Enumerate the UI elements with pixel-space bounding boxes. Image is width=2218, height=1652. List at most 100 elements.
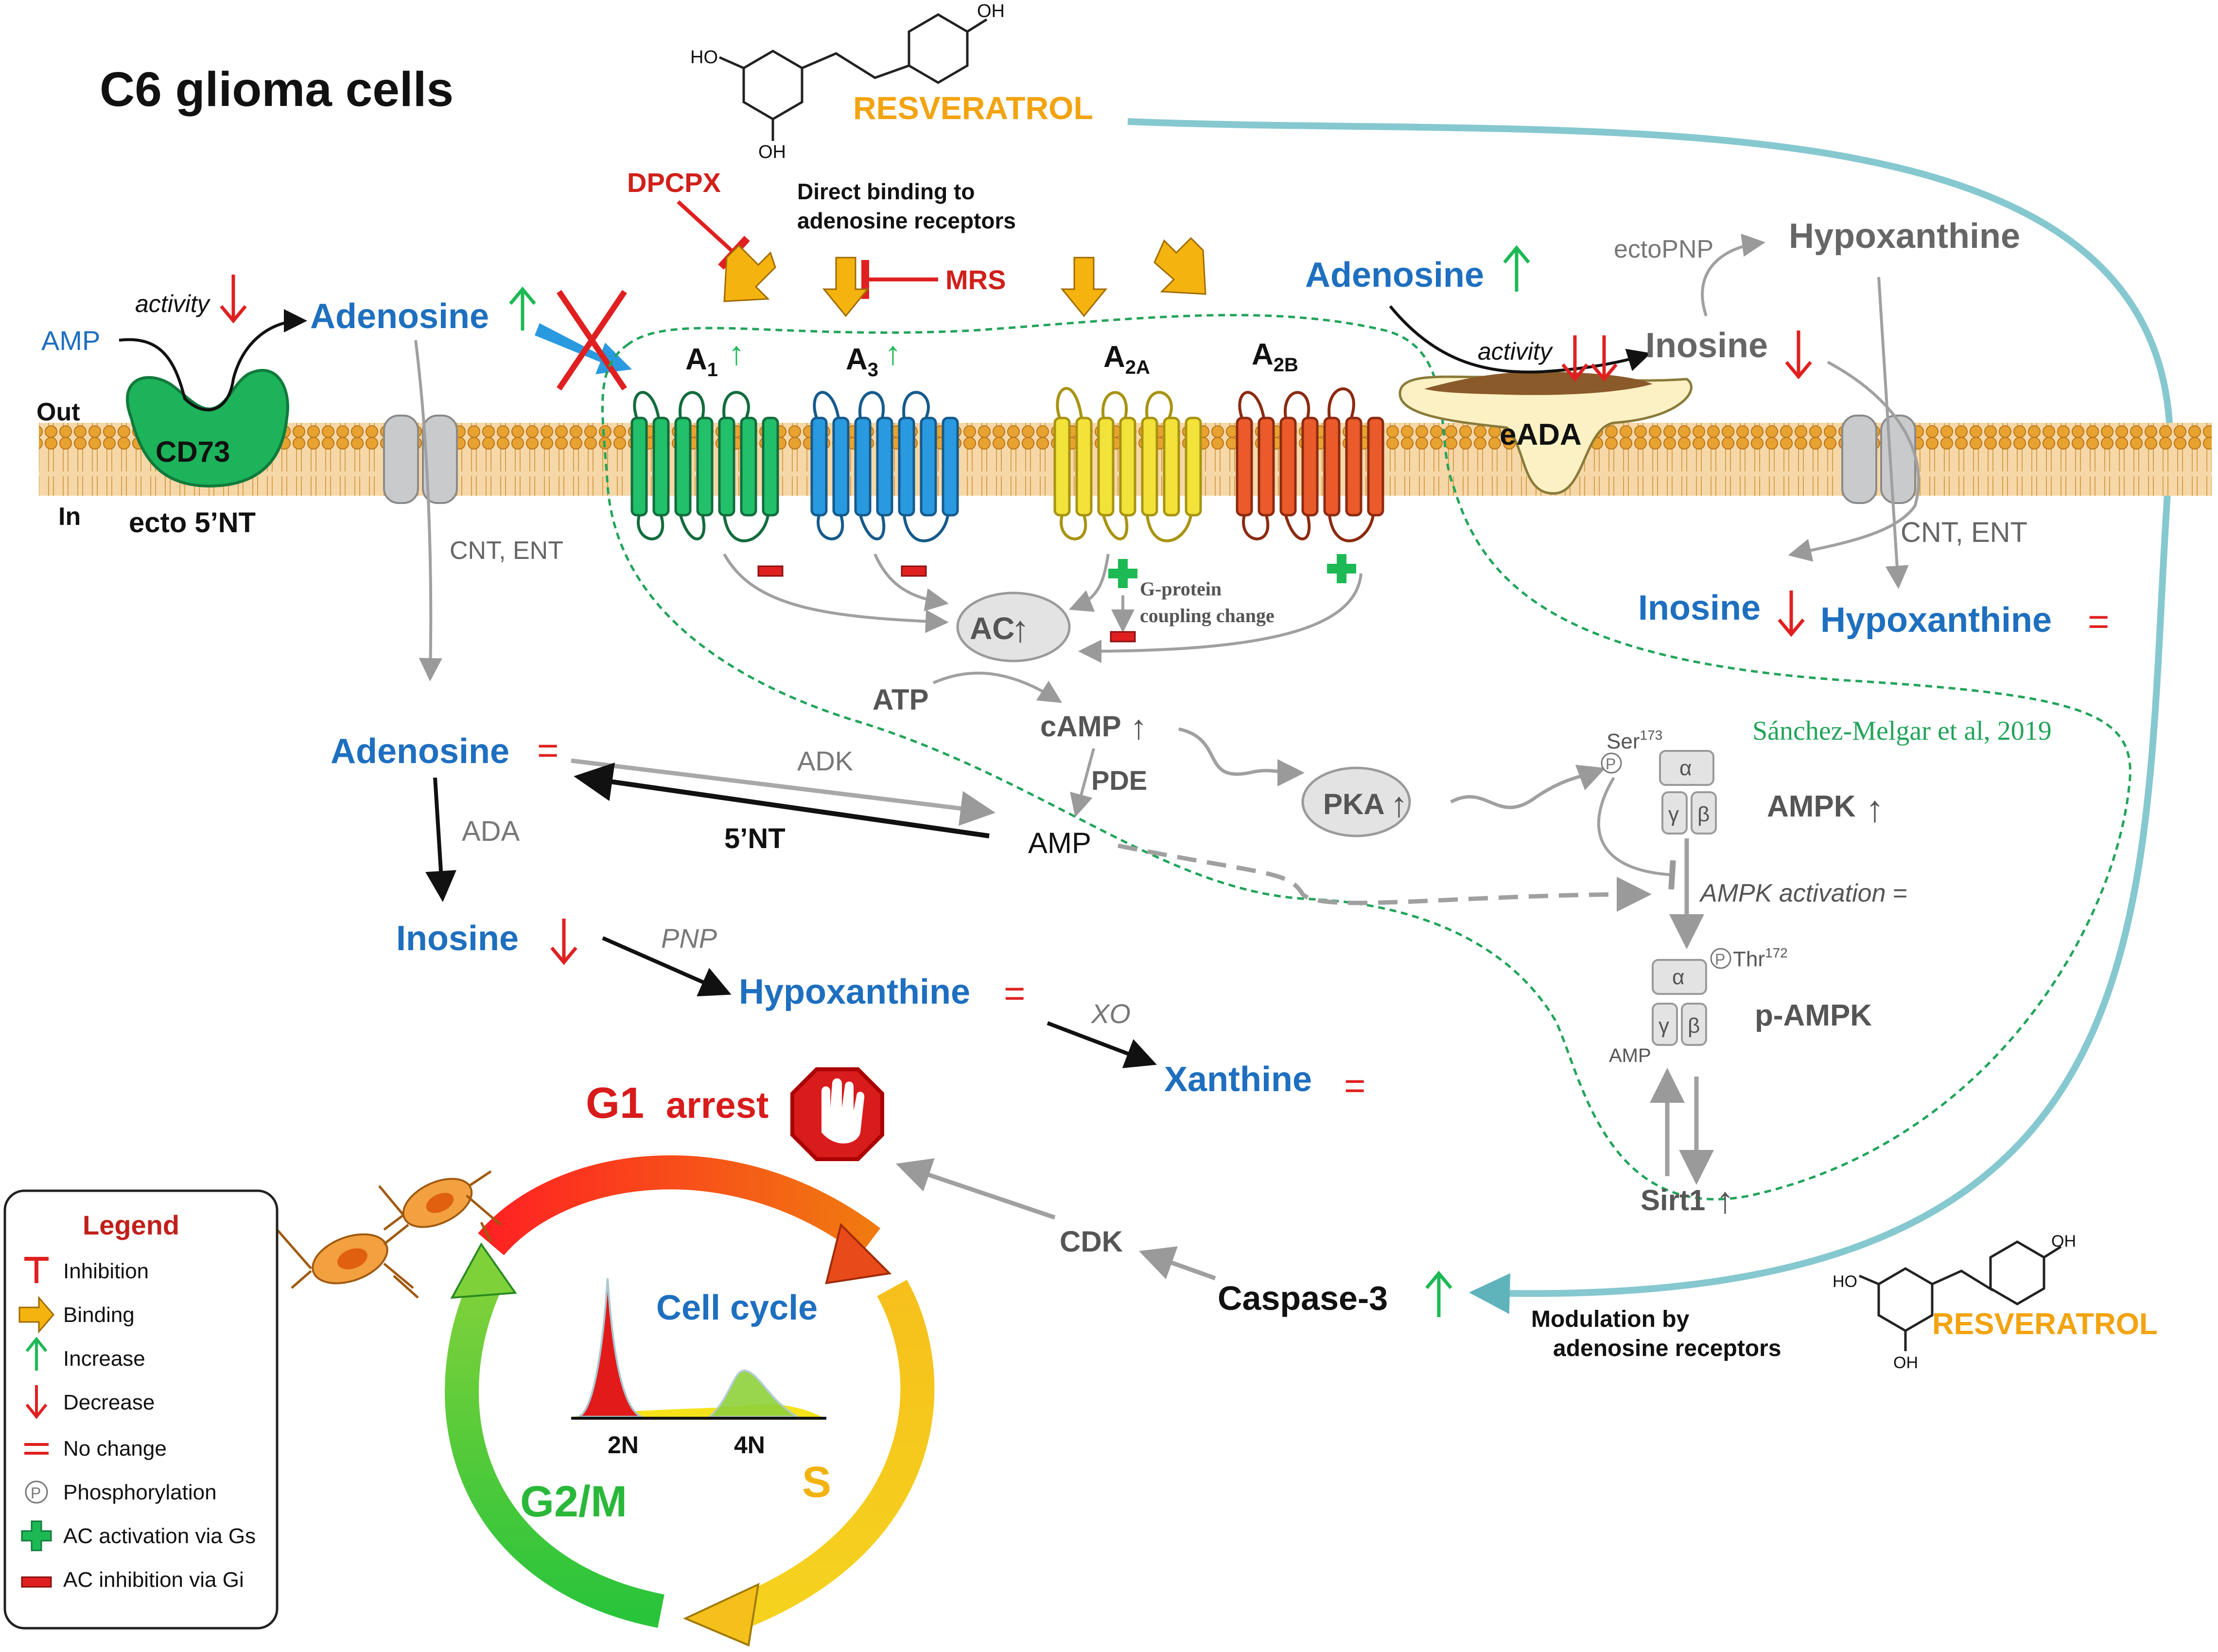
binding-arrow-a2b — [1153, 237, 1206, 295]
dpcpx-inhibition — [677, 200, 750, 270]
inhibition-icon — [24, 1257, 49, 1283]
diagram-title: C6 glioma cells — [100, 62, 454, 117]
atp-label: ATP — [873, 683, 929, 716]
cd73-label: CD73 — [156, 435, 230, 468]
legend-label-ac-activation: AC activation via Gs — [63, 1524, 256, 1548]
g2m-phase-label: G2/M — [520, 1478, 627, 1526]
inosine-transport-arrow — [1788, 361, 1920, 562]
adenosine-intracellular-no-change: = — [537, 730, 559, 771]
pampk-gamma-subunit — [1652, 1003, 1678, 1046]
pnp-arrow — [602, 936, 732, 996]
g1-label: G1 — [586, 1079, 644, 1128]
pka-to-ampk-arrow — [1450, 765, 1606, 809]
receptor-a2a-loops — [1056, 387, 1192, 542]
ampk-alpha-subunit — [1659, 750, 1714, 786]
receptor-label-a2a: A2A — [1103, 340, 1150, 378]
legend-label-no-change: No change — [63, 1437, 167, 1461]
cnt-ent-label-left: CNT, ENT — [450, 537, 563, 565]
receptor-label-a3: A3 — [846, 343, 878, 381]
ac-label: AC — [970, 611, 1014, 646]
pampk-amp-label: AMP — [1609, 1045, 1651, 1066]
xanthine-no-change: = — [1344, 1065, 1365, 1107]
g-protein-line1: G-protein — [1140, 578, 1222, 600]
receptor-a2b — [1236, 417, 1384, 517]
receptor-a1 — [630, 417, 779, 517]
histogram-g1-peak — [578, 1278, 642, 1418]
legend-phospho-p: P — [31, 1484, 41, 1502]
hypoxanthine-intracellular: Hypoxanthine — [739, 973, 970, 1011]
a2a-to-ac-arrow — [1068, 554, 1110, 612]
inosine-intracellular-right-decrease — [1778, 591, 1805, 637]
adk-label: ADK — [797, 746, 853, 776]
receptor-a2a — [1053, 417, 1202, 517]
modulation-line2: adenosine receptors — [1553, 1336, 1781, 1361]
ampk-beta-subunit — [1691, 791, 1717, 835]
arrest-label: arrest — [666, 1085, 768, 1126]
binding-arrow-a2a — [1060, 257, 1108, 317]
inosine-intracellular-right: Inosine — [1638, 589, 1761, 627]
block-x-icon — [557, 290, 627, 391]
camp-label: cAMP — [1040, 710, 1121, 743]
no-change-icon — [24, 1443, 49, 1455]
a1-to-ac-arrow — [723, 553, 949, 633]
receptor-label-a1: A1 — [685, 343, 718, 381]
cell-cycle-orange-arrowhead — [683, 1582, 760, 1647]
pka-enzyme — [1301, 766, 1411, 837]
resveratrol-bottom-ho: HO — [1833, 1272, 1857, 1291]
increase-arrow-icon — [25, 1337, 48, 1371]
camp-to-amp-arrow — [1070, 748, 1095, 817]
xo-arrow — [1047, 1021, 1157, 1068]
pampk-beta-subunit — [1681, 1003, 1707, 1046]
inosine-intracellular-decrease — [550, 919, 577, 965]
histogram-4n-label: 4N — [734, 1431, 765, 1459]
eada-active-site — [1424, 371, 1653, 395]
legend-label-increase: Increase — [63, 1347, 145, 1371]
legend-label-inhibition: Inhibition — [63, 1259, 149, 1283]
direct-binding-line2: adenosine receptors — [797, 208, 1016, 233]
stop-hand-icon — [821, 1078, 865, 1144]
hypoxanthine-right-no-change: = — [2088, 601, 2109, 643]
receptor-a3-loops — [813, 391, 949, 542]
resveratrol-oh-label-1: OH — [977, 1, 1005, 21]
a2a-coupling-minus-icon — [1110, 631, 1136, 643]
camp-increase: ↑ — [1130, 708, 1147, 746]
ampk-activation-label: AMPK activation = — [1699, 879, 1907, 907]
ac-inhibition-minus-icon — [21, 1576, 52, 1588]
binding-arrow-icon — [18, 1295, 54, 1334]
receptor-a3-increase: ↑ — [885, 335, 901, 372]
ampk-label: AMPK — [1767, 790, 1856, 823]
phosphorylation-thr-icon — [1710, 948, 1731, 969]
resveratrol-structure-top — [718, 13, 988, 141]
pampk-alpha-subunit — [1652, 959, 1707, 995]
binding-arrow-a1 — [723, 244, 776, 302]
resveratrol-structure-bottom — [1859, 1240, 2062, 1351]
eada-activity-decrease-1 — [1561, 335, 1589, 382]
transporter-left — [383, 415, 458, 504]
hypoxanthine-intracellular-no-change: = — [1004, 973, 1025, 1014]
amp-to-ampk-dashed-arrow — [1118, 843, 1652, 912]
legend-box — [3, 1189, 279, 1630]
a3-inhibition-minus-icon — [901, 565, 927, 577]
sirt1-increase: ↑ — [1716, 1180, 1734, 1221]
resveratrol-bottom-oh-2: OH — [1893, 1354, 1918, 1372]
cnt-ent-label-right: CNT, ENT — [1901, 517, 2027, 548]
a2a-activation-plus-icon — [1108, 559, 1137, 588]
pampk-alpha-label: α — [1672, 965, 1684, 989]
transport-arrow-left — [414, 340, 442, 681]
inosine-to-hypoxanthine-arrow — [1701, 233, 1765, 316]
pnp-label: PNP — [661, 923, 717, 954]
a1-inhibition-minus-icon — [757, 565, 784, 577]
histogram-2n-label: 2N — [608, 1431, 639, 1459]
ac-increase: ↑ — [1011, 609, 1030, 650]
caspase3-label: Caspase-3 — [1218, 1279, 1388, 1317]
legend-label-binding: Binding — [63, 1303, 135, 1327]
mrs-label: MRS — [945, 264, 1006, 295]
adenosine-right-increase — [1503, 245, 1530, 292]
binding-arrow-a3 — [822, 257, 870, 317]
inosine-intracellular: Inosine — [396, 919, 519, 958]
ectopnp-label: ectoPNP — [1614, 235, 1713, 263]
thr172-label: Thr172 — [1733, 945, 1788, 971]
pampk-label: p-AMPK — [1755, 999, 1872, 1032]
ampk-gamma-subunit — [1661, 791, 1688, 835]
